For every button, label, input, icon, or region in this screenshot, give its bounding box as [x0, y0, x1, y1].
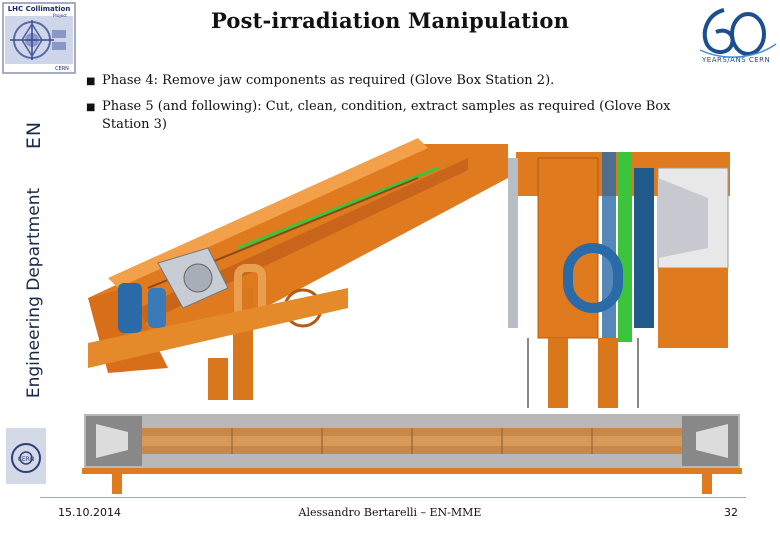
cern-logo-text: CERN: [18, 456, 35, 463]
bullet-phase-5: ■ Phase 5 (and following): Cut, clean, co…: [86, 98, 706, 133]
cern-60-years-logo: [696, 4, 778, 70]
lhc-logo-line2: Project: [53, 13, 67, 18]
footer-author: Alessandro Bertarelli – EN-MME: [298, 506, 482, 519]
jaw-assembly-image: [88, 138, 528, 400]
bullet-text: Remove jaw components as required (Glove…: [162, 73, 555, 88]
lhc-logo-line1: LHC Collimation: [8, 5, 71, 13]
lhc-collimation-logo: LHC Collimation Project CERN: [2, 2, 76, 74]
collimator-side-view-image: [82, 410, 742, 495]
sidebar-department-text: Engineering Department: [24, 187, 44, 399]
sidebar-en: EN: [18, 108, 50, 162]
bullet-marker-icon: ■: [86, 102, 96, 113]
bullet-marker-icon: ■: [86, 76, 96, 87]
bullet-label: Phase 5 (and following):: [102, 99, 262, 114]
page-title: Post-irradiation Manipulation: [210, 8, 570, 33]
bullet-label: Phase 4:: [102, 73, 159, 88]
sidebar-department: Engineering Department: [18, 168, 50, 418]
bullet-continuation: Station 3): [102, 117, 167, 132]
footer-divider: [40, 497, 746, 498]
cern-logo: CERN: [6, 428, 46, 484]
glove-box-image: [508, 138, 742, 408]
anniversary-caption: YEARS/ANS CERN: [702, 56, 771, 64]
sidebar-en-text: EN: [23, 120, 45, 150]
page-number: 32: [724, 506, 738, 519]
bullet-phase-4: ■ Phase 4: Remove jaw components as requi…: [86, 72, 706, 90]
lhc-logo-line3: CERN: [55, 66, 69, 72]
footer-date: 15.10.2014: [58, 506, 121, 519]
bullet-text: Cut, clean, condition, extract samples a…: [265, 99, 671, 114]
